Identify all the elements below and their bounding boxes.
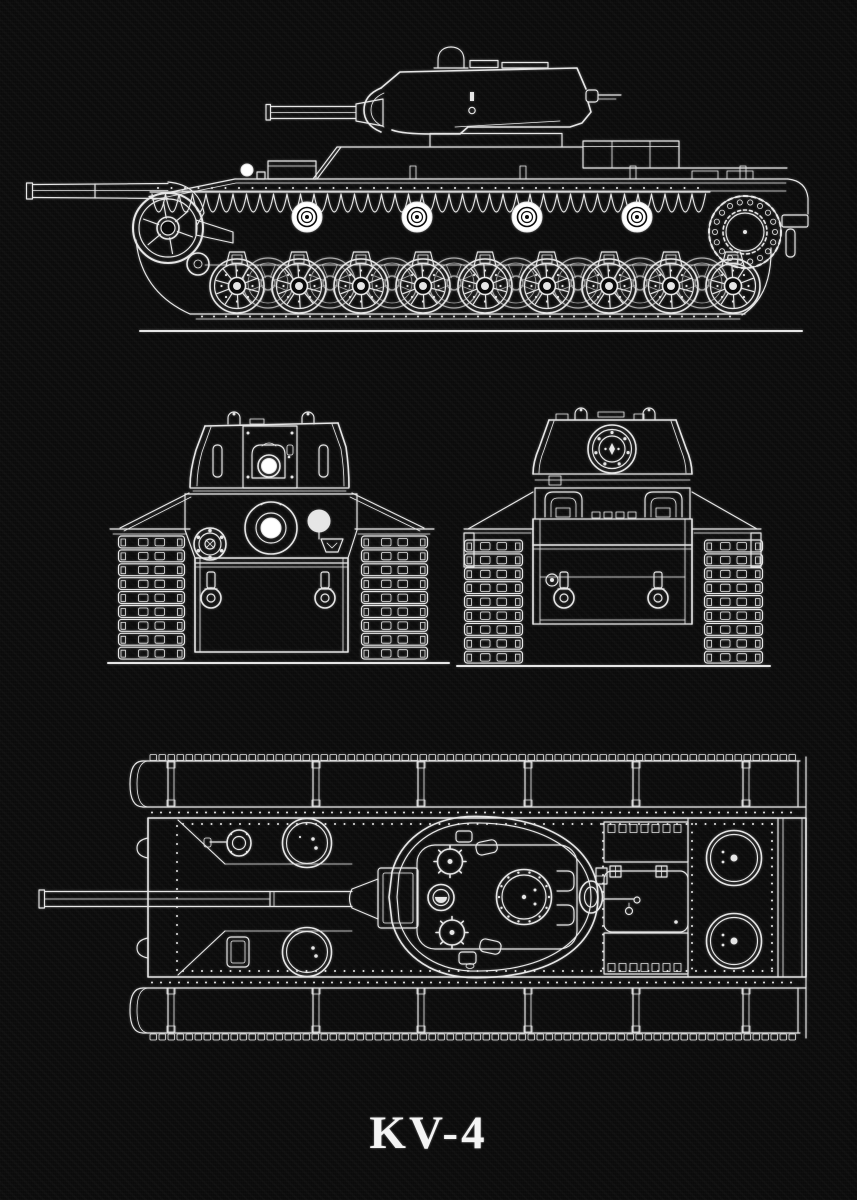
top-tracks	[129, 754, 807, 1041]
side-view-drawing	[25, 46, 809, 332]
hull-mg-mount	[203, 829, 252, 857]
idler-wheel	[132, 192, 234, 264]
hatch-hinge-wheel	[433, 844, 467, 879]
cooling-fan	[705, 912, 763, 970]
top-view-drawing	[38, 754, 807, 1041]
turret-side	[265, 46, 622, 135]
top-engine-deck	[595, 817, 803, 978]
commander-hatch	[495, 868, 553, 926]
hull-side	[148, 132, 809, 258]
hull-front	[109, 492, 435, 653]
signal-horn	[320, 538, 344, 553]
hull-rear	[463, 487, 762, 625]
top-gun-barrel	[38, 867, 419, 929]
turret-rear	[532, 407, 693, 489]
page-title: KV-4	[369, 1107, 488, 1159]
running-gear-side	[132, 187, 782, 320]
turret-gun-barrel	[265, 98, 384, 127]
hatch-hinge-wheel	[435, 915, 469, 950]
rear-view-drawing	[456, 407, 771, 667]
drive-sprocket	[708, 195, 782, 269]
front-tracks	[117, 535, 429, 660]
rear-tracks	[463, 539, 764, 664]
rear-hatch-ring	[587, 424, 637, 474]
top-hull-deck	[136, 817, 807, 978]
top-turret	[388, 815, 604, 979]
front-view-drawing	[107, 411, 450, 664]
turret-front	[189, 411, 350, 492]
headlight	[307, 509, 331, 540]
cooling-fan	[705, 829, 763, 887]
bolted-plate	[193, 527, 227, 561]
